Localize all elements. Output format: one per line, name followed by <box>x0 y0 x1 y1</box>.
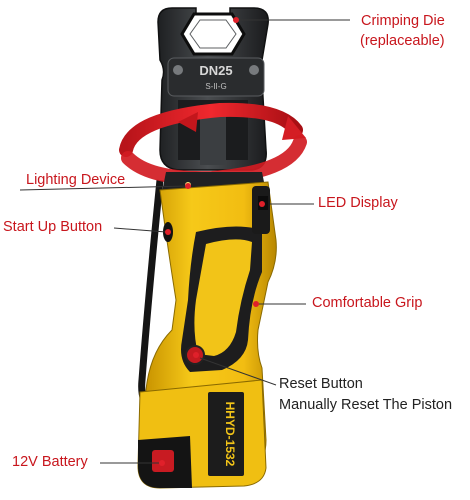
label-reset-button: Reset Button <box>279 376 363 392</box>
leader-dot-icon <box>159 17 265 466</box>
die-marking: DN25 <box>199 63 232 78</box>
label-lighting-device: Lighting Device <box>26 172 126 188</box>
label-crimping-die-note: (replaceable) <box>360 33 445 49</box>
tool-body: HHYD-1532 <box>137 181 277 489</box>
label-battery: 12V Battery <box>12 454 88 470</box>
crimping-die-head: DN25 S-II-G <box>157 7 269 171</box>
leader-lines <box>19 19 350 464</box>
model-label: HHYD-1532 <box>223 402 237 467</box>
label-crimping-die: Crimping Die <box>361 13 445 29</box>
label-comfortable-grip: Comfortable Grip <box>312 295 423 311</box>
label-led-display: LED Display <box>318 195 398 211</box>
die-submarking: S-II-G <box>205 82 226 91</box>
label-manually-reset: Manually Reset The Piston <box>279 397 453 413</box>
label-start-up-button: Start Up Button <box>3 219 103 235</box>
